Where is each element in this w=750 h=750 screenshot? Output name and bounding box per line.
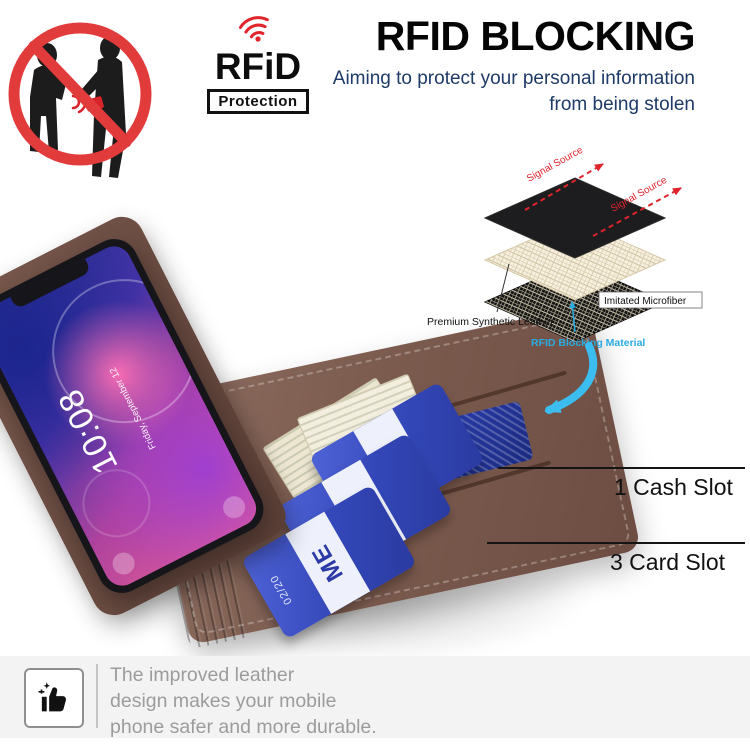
bokeh-ring-small xyxy=(70,457,163,549)
signal-arrow-1 xyxy=(524,163,604,211)
headline-block: RFID BLOCKING Aiming to protect your per… xyxy=(295,13,696,117)
rfid-protection-badge: RFiD Protection xyxy=(196,16,320,114)
footer-line-3: phone safer and more durable. xyxy=(110,716,377,738)
footer-line-1: The improved leather xyxy=(110,664,295,686)
prohibition-ring xyxy=(8,22,152,166)
flashlight-button-icon xyxy=(108,548,139,579)
footer-line-2: design makes your mobile xyxy=(110,690,337,712)
no-pickpocket-icon xyxy=(8,22,152,178)
layer-rfid-mesh xyxy=(483,219,667,301)
cash-slot-callout-label: 1 Cash Slot xyxy=(614,474,733,500)
card-slot-callout-line xyxy=(487,542,745,544)
leather-leader-line xyxy=(496,263,510,313)
rfid-protection-label: Protection xyxy=(207,89,309,114)
page-title: RFID BLOCKING xyxy=(375,13,696,59)
material-layers-diagram: Signal Source Signal Source Premium Synt… xyxy=(427,148,703,349)
card-slot-callout-label: 3 Card Slot xyxy=(610,549,726,575)
footer-text: The improved leather design makes your m… xyxy=(110,662,377,740)
thumbs-up-box xyxy=(24,668,84,728)
footer-bar: The improved leather design makes your m… xyxy=(0,656,750,738)
page-subtitle: Aiming to protect your personal informat… xyxy=(295,66,695,117)
subtitle-line-1: Aiming to protect your personal informat… xyxy=(332,68,695,90)
rfid-leader-arrow xyxy=(569,301,577,333)
layer-leather xyxy=(483,177,667,259)
microfiber-label: Imitated Microfiber xyxy=(604,296,687,307)
signal-arrow-2 xyxy=(592,187,682,237)
microfiber-label-box xyxy=(598,291,703,309)
subtitle-line-2: from being stolen xyxy=(549,93,695,115)
footer-divider xyxy=(96,664,98,728)
thumbs-up-icon xyxy=(38,682,66,712)
card-expiry: 02/20 xyxy=(267,572,295,607)
leather-label: Premium Synthetic Leather xyxy=(427,316,554,328)
prohibition-slash xyxy=(28,40,132,148)
rfid-curved-arrow xyxy=(544,342,598,414)
camera-button-icon xyxy=(219,492,249,523)
rfid-waves-icon xyxy=(238,16,269,42)
rfid-brand-text: RFiD xyxy=(214,46,302,87)
cash-slot-callout-line xyxy=(498,467,745,469)
